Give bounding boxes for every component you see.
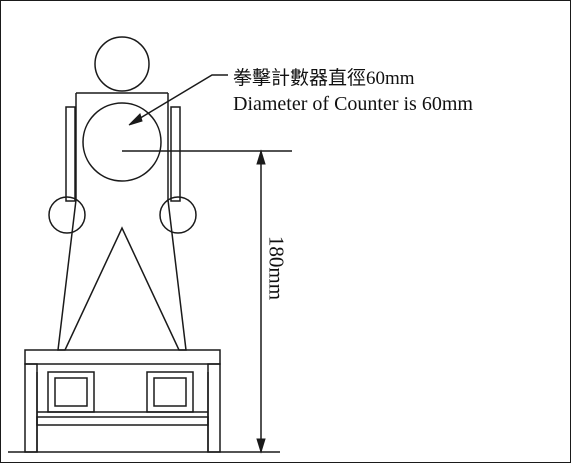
leader-arrowhead [128, 113, 143, 126]
right-arm-post [170, 106, 181, 202]
counter-circle [82, 102, 162, 182]
left-fist [48, 196, 86, 234]
rail-lower [36, 416, 209, 426]
right-box-inner [153, 377, 187, 407]
label-english: Diameter of Counter is 60mm [233, 93, 473, 115]
platform-top [24, 349, 221, 365]
left-box-inner [54, 377, 88, 407]
figure-head [94, 36, 150, 92]
right-fist [159, 196, 197, 234]
dimension-label: 180mm [264, 235, 289, 301]
left-pillar [24, 363, 38, 453]
lower-body [57, 199, 187, 351]
dimension-arrow-top [256, 149, 266, 165]
leader-line [131, 74, 228, 124]
right-pillar [207, 363, 221, 453]
label-chinese: 拳擊計數器直徑60mm [233, 68, 415, 89]
dimension-arrow-bottom [256, 438, 266, 454]
left-arm-post [65, 106, 76, 202]
